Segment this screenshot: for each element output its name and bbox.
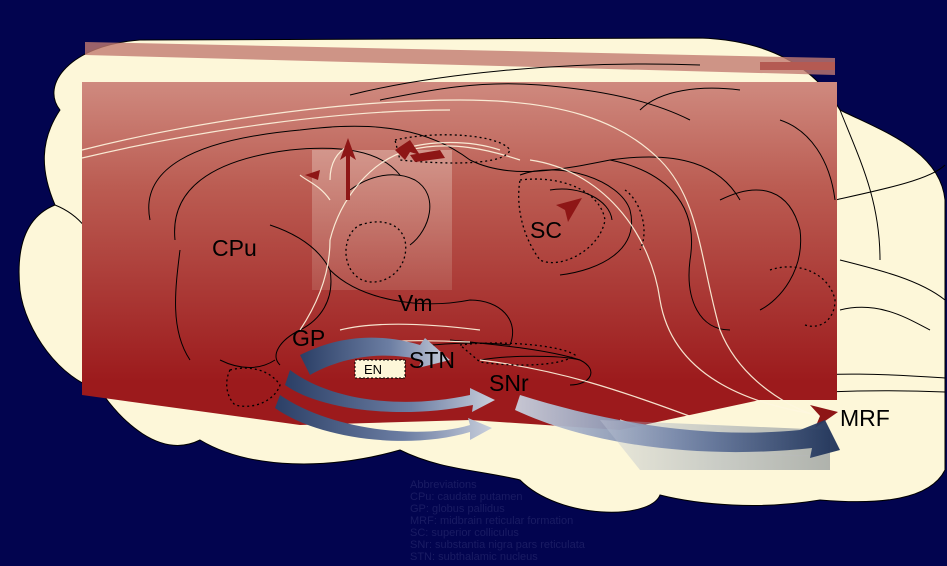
label-gp: GP — [292, 325, 325, 351]
abbreviation-item: SC: superior colliculus — [410, 527, 519, 539]
abbreviation-item: STN: subthalamic nucleus — [410, 551, 538, 563]
label-mrf: MRF — [840, 405, 890, 431]
label-cpu: CPu — [212, 235, 257, 261]
abbreviations-title: Abbreviations — [410, 479, 477, 491]
abbreviation-item: MRF: midbrain reticular formation — [410, 515, 573, 527]
label-en: EN — [364, 362, 382, 377]
label-sc: SC — [530, 217, 562, 243]
label-snr: SNr — [489, 370, 529, 396]
label-vm: Vm — [398, 290, 433, 316]
abbreviation-item: CPu: caudate putamen — [410, 491, 523, 503]
abbreviation-item: SNr: substantia nigra pars reticulata — [410, 539, 586, 551]
label-stn: STN — [409, 347, 455, 373]
abbreviation-item: GP: globus pallidus — [410, 503, 505, 515]
